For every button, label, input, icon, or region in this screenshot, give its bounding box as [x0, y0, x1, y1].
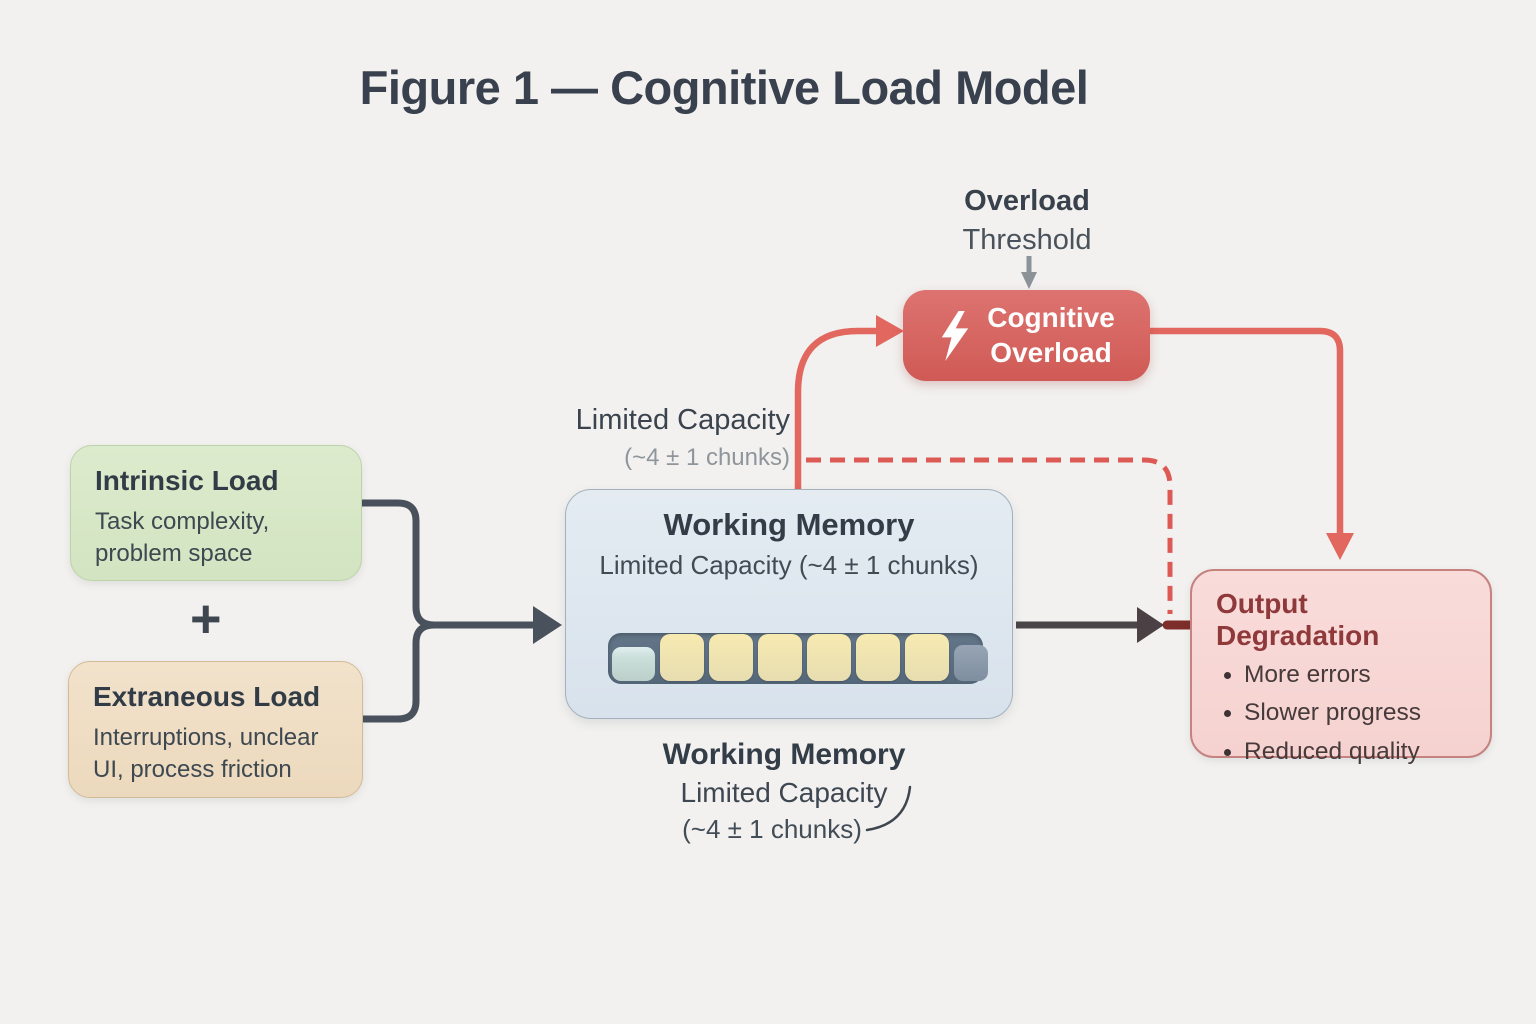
memory-chunk-bar [608, 633, 988, 684]
extraneous-to-merge-connector [362, 621, 435, 723]
cognitive-overload-box: Cognitive Overload [903, 290, 1150, 381]
intrinsic-to-merge-connector [362, 499, 534, 629]
memory-slot-teal [612, 647, 655, 681]
memory-slot-yellow [905, 634, 949, 681]
limited-capacity-label: Limited Capacity (~4 ± 1 chunks) [540, 404, 790, 472]
limited-capacity-label-line1: Limited Capacity [575, 404, 790, 436]
overload-threshold-line1: Overload [964, 185, 1090, 217]
wm-to-overload-connector [794, 327, 876, 489]
extraneous-load-title: Extraneous Load [93, 681, 321, 712]
memory-slot-yellow [758, 634, 802, 681]
wm-caption-line1: Working Memory [662, 738, 906, 771]
output-bullet-slower-progress: Slower progress [1244, 697, 1466, 728]
threshold-arrowhead-icon [1021, 272, 1037, 289]
overload-to-output-connector [1150, 327, 1344, 535]
working-memory-caption: Working Memory Limited Capacity (~4 ± 1 … [634, 738, 934, 845]
overload-threshold-label: Overload Threshold [927, 185, 1127, 257]
extraneous-load-description: Interruptions, unclear UI, process frict… [93, 724, 319, 783]
working-memory-box: Working Memory Limited Capacity (~4 ± 1 … [565, 489, 1013, 719]
wm-caption-line3: (~4 ± 1 chunks) [682, 814, 862, 844]
intrinsic-load-description: Task complexity, problem space [95, 508, 270, 567]
working-memory-subtitle: Limited Capacity (~4 ± 1 chunks) [599, 550, 979, 580]
wm-to-overload-arrowhead-icon [876, 315, 904, 347]
limited-capacity-label-line2: (~4 ± 1 chunks) [624, 444, 790, 471]
plus-sign: + [190, 589, 222, 649]
intrinsic-load-title: Intrinsic Load [95, 465, 279, 496]
figure-title: Figure 1 — Cognitive Load Model [359, 61, 1089, 114]
overload-to-output-arrowhead-icon [1326, 533, 1354, 560]
output-degradation-box: Output Degradation More errors Slower pr… [1190, 569, 1492, 765]
cognitive-overload-title: Cognitive Overload [987, 302, 1115, 368]
output-bullet-more-errors: More errors [1244, 659, 1466, 690]
output-degradation-title: Output Degradation [1216, 588, 1380, 651]
memory-slot-yellow [807, 634, 851, 681]
lightning-icon [941, 310, 969, 361]
output-degradation-list: More errors Slower progress Reduced qual… [1216, 659, 1466, 767]
working-memory-title: Working Memory [663, 507, 915, 542]
intrinsic-load-box: Intrinsic Load Task complexity, problem … [70, 445, 362, 581]
memory-slot-gray [954, 645, 988, 681]
wm-caption-line2: Limited Capacity [680, 777, 888, 808]
output-bullet-reduced-quality: Reduced quality [1244, 736, 1466, 767]
merge-arrowhead-icon [533, 606, 562, 644]
overload-threshold-line2: Threshold [962, 224, 1092, 256]
memory-slot-yellow [709, 634, 753, 681]
memory-slot-yellow [660, 634, 704, 681]
wm-to-output-arrowhead-icon [1137, 607, 1164, 643]
extraneous-load-box: Extraneous Load Interruptions, unclear U… [68, 661, 363, 798]
memory-slot-yellow [856, 634, 900, 681]
